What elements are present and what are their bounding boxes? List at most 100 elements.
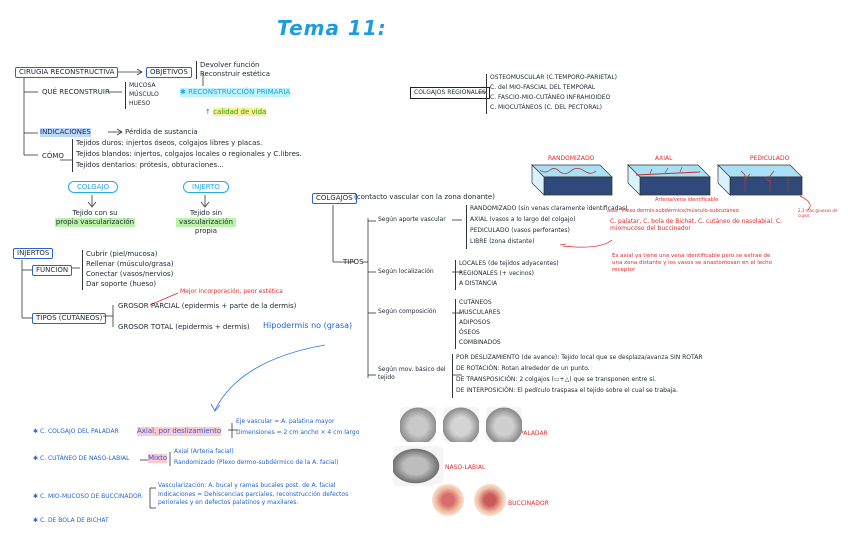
objetivos-list: Devolver función Reconstruir estética (196, 61, 270, 79)
que-item: MUCOSA (129, 82, 156, 89)
injerto-desc-line: Tejido sin (189, 209, 223, 217)
regional-item: C. del MIO-FASCIAL DEL TEMPORAL (490, 84, 596, 91)
mov-item: POR DESLIZAMIENTO (de avance): Tejido lo… (456, 354, 703, 361)
como-label: CÓMO (42, 152, 64, 160)
buccinador-label: ✱ C. MIO-MUCOSO DE BUCCINADOR (33, 493, 142, 500)
que-reconstruir-label: QUÉ RECONSTRUIR (42, 88, 110, 96)
como-list: Tejidos duros: injertos óseos, colgajos … (72, 139, 302, 172)
composicion-item: CUTÁNEOS (459, 299, 492, 306)
regional-item: C. MIOCUTÁNEOS (C. DEL PECTORAL) (490, 104, 602, 111)
composicion-item: COMBINADOS (459, 339, 501, 346)
cm-label: 2,3 más gruesos de cuyos (798, 208, 838, 218)
tipos-cutaneos-label: TIPOS (CUTÁNEOS) (32, 313, 107, 324)
tipos-label: TIPOS (343, 258, 364, 266)
que-item: HUESO (129, 100, 151, 107)
nasolabial-label-text: C. CUTÁNEO DE NASO-LABIAL (39, 455, 130, 462)
randomizado-diagram-label: RANDOMIZADO (548, 155, 595, 162)
funcion-list: Cubrir (piel/mucosa) Rellenar (músculo/g… (82, 250, 174, 290)
axial-diagram-label: AXIAL (655, 155, 673, 162)
injertos-header: INJERTOS (13, 248, 54, 259)
contacto-note: (contacto vascular con la zona donante) (354, 193, 495, 201)
objetivo-item: Reconstruir estética (200, 70, 271, 78)
aporte-item: PEDICULADO (vasos perforantes) (470, 227, 570, 234)
composicion-label: Según composición (378, 308, 437, 315)
flap-diagram-axial (627, 164, 711, 196)
localizacion-item: REGIONALES (+ vecinos) (459, 270, 534, 277)
colgajos-regionales-label: COLGAJOS REGIONALES (410, 87, 490, 99)
grosor-total: GROSOR TOTAL (epidermis + dermis) (118, 323, 250, 331)
nasolabial-tipo: Mixto (148, 454, 168, 463)
mov-item: DE TRANSPOSICIÓN: 2 colgajos (▭+△) que s… (456, 376, 656, 383)
nasolabial-caption: NASO-LABIAL (445, 464, 486, 471)
composicion-item: ADIPOSOS (459, 319, 491, 326)
flap-diagram-pediculado (717, 164, 803, 196)
palatar-illustration-3 (486, 407, 522, 442)
mov-label: Según mov. básico del tejido (378, 366, 446, 381)
localizacion-label: Según localización (378, 268, 434, 275)
aporte-note-3: Es axial ya tiene una vena identificable… (612, 253, 772, 273)
colgajo-desc: Tejido con su propia vascularización (55, 209, 135, 227)
buccinador-label-text: C. MIO-MUCOSO DE BUCCINADOR (39, 493, 142, 500)
mejor-note: Mejor incorporación, peor estética (180, 288, 283, 295)
flap-diagram-randomizado (531, 164, 613, 196)
que-list: MUCOSA MÚSCULO HUESO (125, 82, 159, 109)
calidad-vida: ↑ calidad de vida (205, 108, 267, 116)
localizacion-item: A DISTANCIA (459, 280, 498, 287)
injerto-desc-line: vascularización (176, 218, 236, 227)
localizacion-list: LOCALES (de tejidos adyacentes) REGIONAL… (455, 260, 559, 290)
buccinador-list: Vascularización: A. bucal y ramas bucale… (158, 482, 368, 506)
funcion-item: Dar soporte (hueso) (86, 280, 157, 288)
hipodermis-note: Hipodermis no (grasa) (263, 321, 353, 330)
nasolabial-list: Axial (Arteria facial) Randomizado (Plex… (174, 448, 338, 470)
bichat-label: ✱ C. DE BOLA DE BICHAT (33, 517, 109, 524)
buccinador-illustration-2 (474, 484, 506, 516)
aporte-note-1: Plexo dermis-subdérmico/músculo-subcután… (622, 208, 739, 214)
pediculado-diagram-label: PEDICULADO (750, 155, 790, 162)
funcion-label: FUNCIÓN (32, 265, 73, 276)
colgajo-desc-line: Tejido con su (72, 209, 118, 217)
injerto-oval: INJERTO (183, 181, 229, 193)
palatar-item: Eje vascular = A. palatina mayor (236, 418, 335, 425)
objetivos-label: OBJETIVOS (146, 67, 192, 78)
nasolabial-item: Axial (Arteria facial) (174, 448, 234, 455)
aporte-item: RANDOMIZADO (sin venas claramente identi… (470, 205, 628, 212)
injerto-desc: Tejido sin vascularización propia (176, 209, 236, 236)
palatar-label-text: C. COLGAJO DEL PALADAR (39, 428, 119, 435)
localizacion-item: LOCALES (de tejidos adyacentes) (459, 260, 559, 267)
funcion-item: Rellenar (músculo/grasa) (86, 260, 174, 268)
aporte-item: LIBRE (zona distante) (470, 238, 535, 245)
regional-item: C. FASCIO-MIO-CUTÁNEO INFRAHIOIDEO (490, 94, 611, 101)
bichat-label-text: C. DE BOLA DE BICHAT (39, 517, 109, 524)
reconstruccion-primaria: ✱ RECONSTRUCCIÓN PRIMARIA (180, 88, 291, 97)
buccinador-item: Indicaciones = Dehiscencias parciales, r… (158, 491, 349, 506)
aporte-list: RANDOMIZADO (sin venas claramente identi… (466, 205, 628, 249)
colgajo-desc-line: propia vascularización (55, 218, 135, 227)
buccinador-caption: BUCCINADOR (508, 500, 549, 507)
injerto-desc-line: propia (194, 227, 218, 235)
composicion-item: MUSCULARES (459, 309, 501, 316)
que-item: MÚSCULO (129, 91, 159, 98)
como-item: Tejidos blandos: injertos, colgajos loca… (76, 150, 302, 158)
arteria-vena-label: Arteria/vena identificable (655, 197, 719, 203)
composicion-list: CUTÁNEOS MUSCULARES ADIPOSOS ÓSEOS COMBI… (455, 299, 501, 349)
mov-item: DE INTERPOSICIÓN: El pedículo traspasa e… (456, 387, 678, 394)
colgajos-header: COLGAJOS (312, 193, 357, 204)
palatar-illustration-1 (400, 407, 436, 442)
mov-item: DE ROTACIÓN: Rotan alrededor de un punto… (456, 365, 590, 372)
como-item: Tejidos duros: injertos óseos, colgajos … (76, 139, 263, 147)
page-title: Tema 11: (277, 16, 387, 40)
composicion-item: ÓSEOS (459, 329, 480, 336)
palatar-tipo: Axial, por deslizamiento (137, 427, 222, 436)
funcion-item: Cubrir (piel/mucosa) (86, 250, 158, 258)
grosor-parcial: GROSOR PARCIAL (epidermis + parte de la … (118, 302, 297, 310)
nasolabial-item: Randomizado (Plexo dermo-subdérmico de l… (174, 459, 339, 466)
aporte-label: Según aporte vascular (378, 216, 446, 223)
indicaciones-label: INDICACIONES (40, 128, 91, 137)
regional-item: OSTEOMUSCULAR (C.TEMPORO-PARIETAL) (490, 74, 618, 81)
palatar-list: Eje vascular = A. palatina mayor Dimensi… (236, 418, 359, 440)
calidad-label: calidad de vida (213, 108, 267, 116)
cirugia-header: CIRUGÍA RECONSTRUCTIVA (15, 67, 119, 78)
palatar-caption: PALADAR (520, 430, 548, 437)
nasolabial-label: ✱ C. CUTÁNEO DE NASO-LABIAL (33, 455, 130, 462)
